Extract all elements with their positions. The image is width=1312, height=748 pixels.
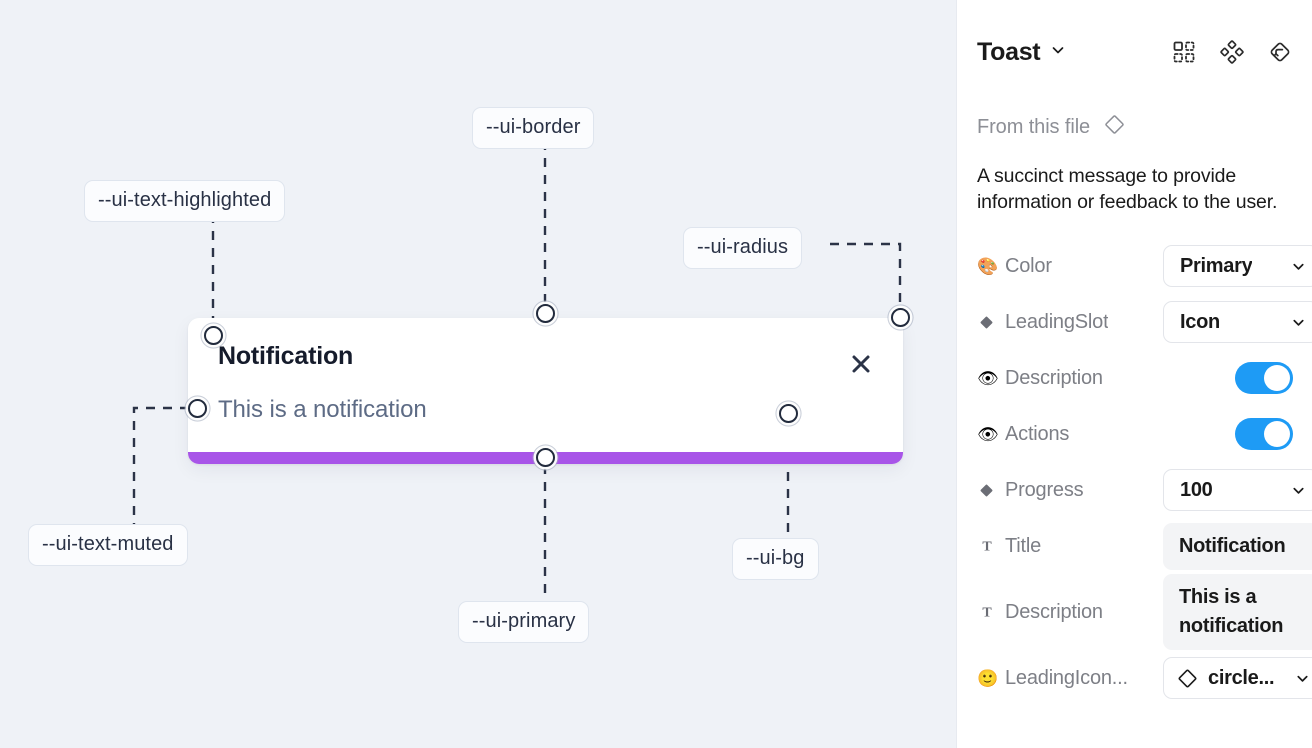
leadingslot-select-value: Icon [1180, 310, 1220, 333]
property-name: Description [1005, 600, 1103, 623]
header-icon-group [1171, 39, 1293, 65]
description-input[interactable]: This is a notification [1163, 574, 1312, 650]
property-label-group: 👁 Description [977, 367, 1163, 390]
property-row-actions-visibility: 👁 Actions [957, 406, 1312, 462]
smiley-emoji: 🙂 [977, 668, 999, 688]
property-label-group: 🙂 LeadingIcon... [977, 667, 1163, 690]
diamond-filled-icon [977, 314, 996, 331]
properties-panel: Toast [956, 0, 1312, 748]
chevron-down-icon [1050, 42, 1066, 63]
property-control: Notification [1163, 522, 1312, 570]
chevron-down-icon [1283, 315, 1306, 330]
eye-emoji: 👁 [977, 368, 999, 388]
toast-description: This is a notification [218, 396, 427, 423]
property-label-group: LeadingSlot [977, 311, 1163, 334]
toast-card[interactable]: Notification This is a notification [188, 318, 903, 464]
property-control: Icon [1163, 301, 1312, 343]
token-label-ui-text-highlighted[interactable]: --ui-text-highlighted [84, 180, 286, 222]
description-toggle[interactable] [1235, 362, 1293, 394]
palette-emoji: 🎨 [977, 256, 999, 276]
property-label-group: Progress [977, 479, 1163, 502]
from-this-file-row[interactable]: From this file [977, 112, 1127, 142]
toggle-knob [1264, 365, 1290, 391]
progress-select-value: 100 [1180, 478, 1213, 501]
anchor-dot-ui-primary[interactable] [536, 448, 555, 467]
token-label-ui-bg[interactable]: --ui-bg [732, 538, 819, 580]
token-label-ui-text-muted[interactable]: --ui-text-muted [28, 524, 188, 566]
leadingslot-select[interactable]: Icon [1163, 301, 1312, 343]
leadingicon-select[interactable]: circle... [1163, 657, 1312, 699]
property-label-group: 👁 Actions [977, 423, 1163, 446]
token-label-ui-radius[interactable]: --ui-radius [683, 227, 803, 269]
anchor-dot-ui-text-highlighted[interactable] [204, 326, 223, 345]
diamond-icon [1175, 666, 1200, 691]
reset-instance-icon[interactable] [1267, 39, 1293, 65]
actions-toggle[interactable] [1235, 418, 1293, 450]
component-name-dropdown[interactable]: Toast [977, 38, 1066, 67]
text-type-icon: T [977, 538, 996, 555]
property-label-group: T Title [977, 535, 1163, 558]
chevron-down-icon [1283, 259, 1306, 274]
svg-text:T: T [982, 540, 992, 555]
property-control: circle... [1163, 657, 1312, 699]
leadingicon-select-value: circle... [1208, 666, 1275, 689]
property-row-description-text: T Description This is a notification [957, 574, 1312, 650]
token-label-ui-primary[interactable]: --ui-primary [458, 601, 590, 643]
component-grid-icon[interactable] [1171, 39, 1197, 65]
property-label-group: 🎨 Color [977, 255, 1163, 278]
property-list: 🎨 Color Primary [957, 238, 1312, 706]
diamond-filled-icon [977, 482, 996, 499]
page-title: Toast [977, 37, 1041, 66]
component-description: A succinct message to provide informatio… [977, 165, 1278, 213]
color-select[interactable]: Primary [1163, 245, 1312, 287]
property-row-leadingslot: LeadingSlot Icon [957, 294, 1312, 350]
token-label-ui-border[interactable]: --ui-border [472, 107, 595, 149]
property-name: Title [1005, 534, 1042, 557]
property-row-color: 🎨 Color Primary [957, 238, 1312, 294]
property-row-progress: Progress 100 [957, 462, 1312, 518]
connector-ui-text-muted [132, 406, 189, 525]
property-control: 100 [1163, 469, 1312, 511]
property-name: Actions [1005, 422, 1070, 445]
toast-title: Notification [218, 342, 354, 370]
property-control: Primary [1163, 245, 1312, 287]
property-name: Color [1005, 254, 1052, 277]
text-type-icon: T [977, 604, 996, 621]
chevron-down-icon [1287, 671, 1310, 686]
variants-cluster-icon[interactable] [1219, 39, 1245, 65]
panel-header: Toast [957, 0, 1312, 104]
property-row-description-visibility: 👁 Description [957, 350, 1312, 406]
chevron-down-icon [1283, 483, 1306, 498]
property-control: This is a notification [1163, 574, 1312, 650]
anchor-dot-ui-border[interactable] [536, 304, 555, 323]
property-control [1235, 418, 1293, 450]
property-control [1235, 362, 1293, 394]
description-input-value: This is a notification [1179, 586, 1284, 637]
property-name: Description [1005, 366, 1103, 389]
anchor-dot-ui-text-muted[interactable] [188, 399, 207, 418]
eye-emoji: 👁 [977, 424, 999, 444]
color-select-value: Primary [1180, 254, 1253, 277]
diamond-icon [1102, 112, 1127, 142]
title-input[interactable]: Notification [1163, 522, 1312, 570]
property-row-leadingicon: 🙂 LeadingIcon... circle... [957, 650, 1312, 706]
property-name: LeadingSlot [1005, 310, 1109, 333]
close-icon[interactable] [845, 348, 877, 380]
property-row-title: T Title Notification [957, 518, 1312, 574]
progress-select[interactable]: 100 [1163, 469, 1312, 511]
property-name: Progress [1005, 478, 1084, 501]
svg-text:T: T [982, 606, 992, 621]
title-input-value: Notification [1179, 534, 1286, 557]
toggle-knob [1264, 421, 1290, 447]
connector-ui-radius [830, 242, 902, 310]
anchor-dot-ui-radius[interactable] [891, 308, 910, 327]
property-label-group: T Description [977, 601, 1163, 624]
from-this-file-label: From this file [977, 115, 1091, 138]
anchor-dot-ui-bg[interactable] [779, 404, 798, 423]
property-name: LeadingIcon... [1005, 666, 1128, 689]
design-canvas[interactable]: --ui-text-highlighted --ui-border --ui-r… [0, 0, 956, 748]
